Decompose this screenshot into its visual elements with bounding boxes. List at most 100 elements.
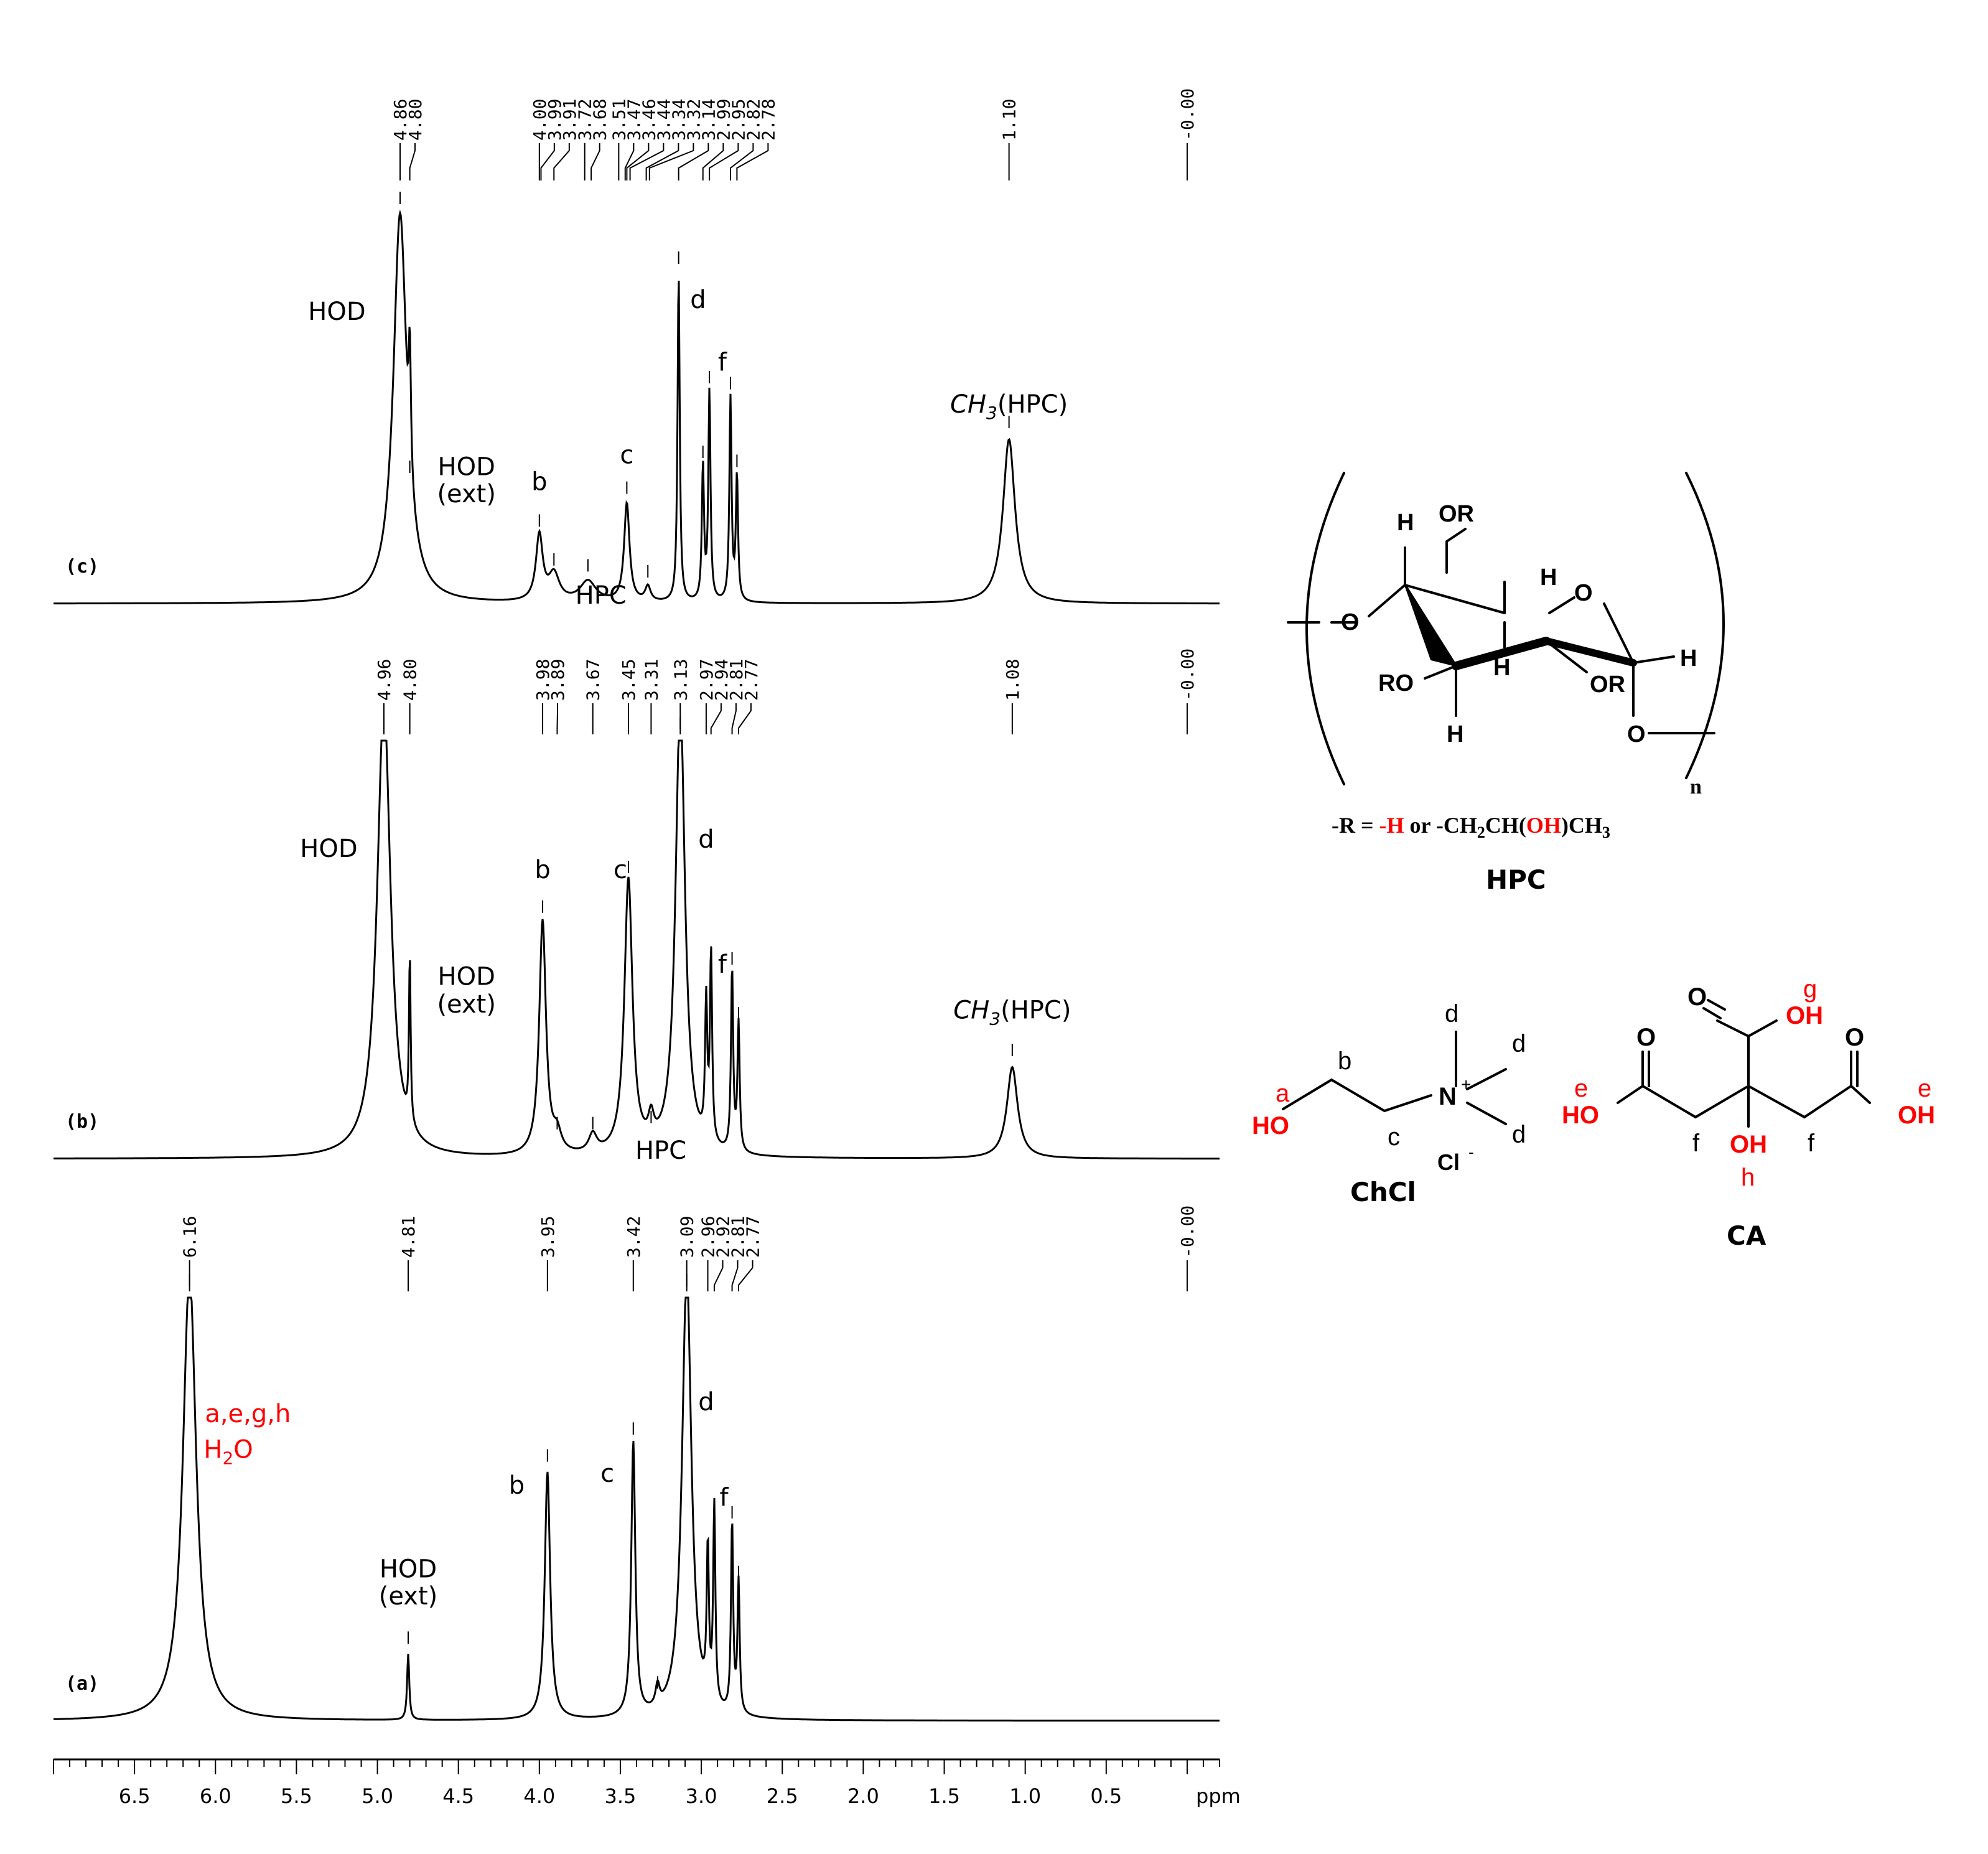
- axis-tick-label-1.5: 1.5: [928, 1784, 960, 1808]
- peak-annotation-c-3: b: [531, 468, 547, 497]
- peak-annotation-b-4: c: [614, 856, 627, 884]
- ca-label-oh-bottom: OH: [1730, 1131, 1767, 1158]
- peak-list-label-c-17: 2.78: [758, 99, 778, 141]
- peak-annotation-c-2: (ext): [437, 480, 495, 508]
- hpc-bond-c2-or: [1545, 640, 1588, 673]
- peak-list-label-a-3: 3.42: [623, 1216, 644, 1258]
- hpc-ring-bond-c2-c1: [1542, 637, 1637, 667]
- peak-list-label-a-5: 2.96: [698, 1216, 719, 1258]
- hpc-label-ro: RO: [1378, 670, 1414, 696]
- peak-list-connector-c-15: [709, 143, 739, 180]
- peak-list-label-c-8: 3.47: [623, 99, 644, 141]
- peak-list-label-a-9: -0.00: [1177, 1206, 1198, 1258]
- peak-list-label-c-2: 4.00: [530, 99, 550, 141]
- axis-tick-label-3.5: 3.5: [605, 1784, 637, 1808]
- axis-tick-label-1.0: 1.0: [1009, 1784, 1041, 1808]
- peak-list-connector-c-3: [540, 143, 555, 180]
- chcl-bonds: [1282, 1078, 1432, 1113]
- peak-list-connector-b-10: [731, 703, 737, 734]
- axis-tick-label-4.5: 4.5: [442, 1784, 474, 1808]
- peak-annotation-c-5: d: [690, 286, 706, 314]
- spectrum-trace-a: [53, 1296, 1220, 1722]
- ca-label-o-top: O: [1687, 983, 1707, 1011]
- spectrum-label-a: (a): [65, 1673, 99, 1695]
- hpc-ring-bond-c3-c2: [1452, 637, 1551, 670]
- hpc-label-o-right: O: [1627, 721, 1646, 747]
- peak-list-label-a-2: 3.95: [538, 1216, 558, 1258]
- peak-list-connector-c-13: [678, 143, 709, 180]
- hpc-structure-labels: H OR H O O RO H OR H H O n: [1341, 501, 1702, 798]
- ca-label-e-right: e: [1918, 1075, 1931, 1102]
- hpc-title: HPC: [1486, 864, 1546, 895]
- ca-label-o-right: O: [1845, 1024, 1864, 1051]
- ca-label-oh-top: OH: [1786, 1002, 1823, 1029]
- chcl-title: ChCl: [1350, 1177, 1416, 1207]
- hpc-ring-bond-c1-o5: [1603, 602, 1635, 664]
- chcl-structure: [1282, 1031, 1507, 1125]
- chcl-label-cl: Cl: [1437, 1149, 1460, 1175]
- peak-list-label-b-5: 3.45: [618, 659, 639, 701]
- peak-list-connector-b-11: [737, 703, 752, 734]
- ca-structure: [1617, 999, 1871, 1128]
- ca-label-h: h: [1741, 1164, 1755, 1191]
- peak-annotation-c-4: c: [620, 441, 633, 469]
- peak-list-label-b-13: -0.00: [1177, 648, 1198, 701]
- peak-annotation-a-0: a,e,g,h: [205, 1400, 291, 1428]
- chcl-label-plus: +: [1461, 1075, 1471, 1094]
- peak-list-label-c-4: 3.91: [559, 99, 580, 141]
- peak-list-label-a-7: 2.81: [728, 1216, 749, 1258]
- peak-annotation-b-0: HOD: [300, 835, 357, 863]
- hpc-bond-c1-h: [1632, 655, 1675, 664]
- hpc-ring-bond-c5-c4: [1404, 584, 1506, 614]
- peak-list-label-c-10: 3.44: [653, 99, 674, 141]
- peak-list-connector-c-8: [624, 143, 635, 180]
- ca-left-carboxyl: [1617, 1051, 1650, 1104]
- peak-list-label-b-9: 2.94: [711, 659, 732, 701]
- peak-annotation-a-7: f: [720, 1483, 729, 1512]
- axis-tick-label-5.0: 5.0: [362, 1784, 393, 1808]
- hpc-structure: [1287, 472, 1725, 785]
- chcl-label-n: N: [1439, 1083, 1457, 1110]
- peak-list-label-a-0: 6.16: [180, 1216, 200, 1258]
- chcl-labels: a HO b c N + d d d Cl -: [1252, 1000, 1526, 1175]
- peak-list-label-c-19: -0.00: [1177, 88, 1198, 141]
- peak-list-connector-a-7: [731, 1260, 739, 1291]
- ca-label-ho-left: HO: [1562, 1102, 1599, 1129]
- hpc-label-h3: H: [1493, 655, 1510, 681]
- axis-tick-label-6.0: 6.0: [200, 1784, 231, 1808]
- peak-annotation-b-8: CH3(HPC): [953, 996, 1071, 1029]
- chcl-label-ho: HO: [1252, 1112, 1289, 1140]
- axis-tick-label-2.5: 2.5: [767, 1784, 798, 1808]
- ca-label-f-right: f: [1808, 1130, 1815, 1157]
- hpc-left-paren: [1305, 472, 1345, 785]
- peak-list-connector-c-14: [702, 143, 724, 180]
- chcl-methyl-bonds: [1455, 1031, 1507, 1125]
- hpc-r-definition: -R = -H or -CH2CH(OH)CH3: [1332, 813, 1610, 841]
- peak-list-connector-c-4: [553, 143, 570, 180]
- peak-list-connector-c-1: [409, 143, 416, 180]
- hpc-label-h1: H: [1397, 510, 1414, 536]
- peak-list-label-c-11: 3.34: [668, 99, 689, 141]
- hpc-label-n: n: [1690, 775, 1702, 798]
- ca-label-oh-right: OH: [1898, 1102, 1935, 1129]
- peak-annotation-b-2: (ext): [437, 990, 495, 1019]
- peak-list-label-c-0: 4.86: [390, 99, 411, 141]
- hpc-label-o-ring: O: [1574, 580, 1593, 606]
- peak-list-connector-b-9: [710, 703, 722, 734]
- peak-list-connector-c-12: [648, 143, 694, 180]
- peak-list-connector-c-10: [629, 143, 665, 180]
- peak-list-label-b-12: 1.08: [1002, 659, 1023, 701]
- chcl-label-d-right: d: [1512, 1030, 1526, 1057]
- peak-list-label-a-1: 4.81: [398, 1216, 419, 1258]
- peak-list-label-c-13: 3.14: [698, 99, 719, 141]
- peak-list-connector-c-11: [645, 143, 679, 180]
- axis-tick-label-3.0: 3.0: [686, 1784, 717, 1808]
- hpc-label-h2: H: [1540, 564, 1557, 591]
- peak-annotation-c-1: HOD: [438, 453, 495, 482]
- peak-annotation-a-4: b: [509, 1471, 525, 1500]
- spectrum-trace-b: [54, 739, 1220, 1160]
